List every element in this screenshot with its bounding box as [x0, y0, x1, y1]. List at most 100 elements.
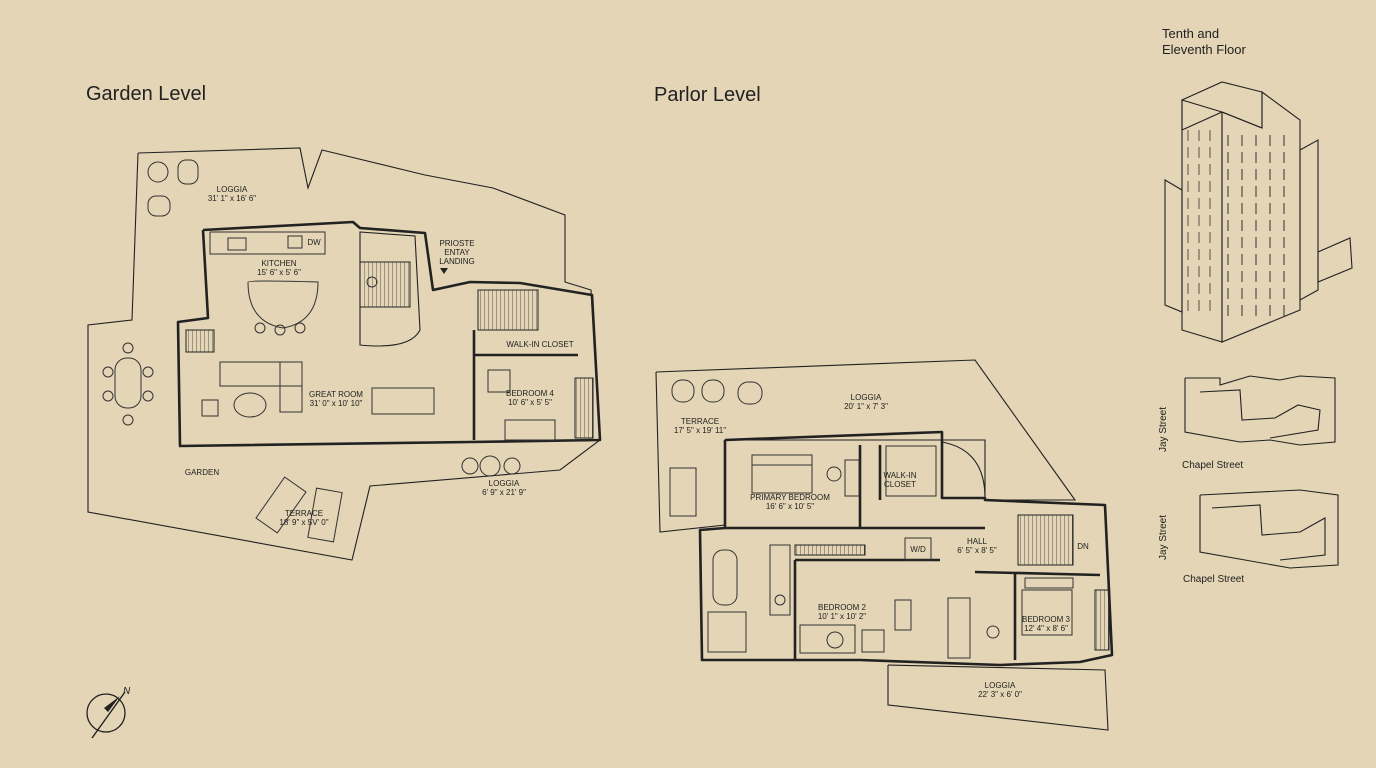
parlor-closet-label-2: CLOSET	[884, 480, 916, 489]
terrace-seat	[671, 379, 695, 403]
building-axonometric	[1164, 81, 1353, 343]
washer-dryer	[904, 537, 932, 561]
key-plan-lower-outline	[1199, 489, 1339, 569]
bedroom4-dims: 10' 6" x 5' 5"	[508, 398, 552, 407]
building-east-wing	[1299, 139, 1319, 301]
loggia-table	[479, 455, 501, 477]
terrace-lounger	[669, 467, 697, 517]
north-arrow-icon: N	[86, 686, 131, 739]
parlor-building-walls	[698, 430, 1114, 667]
bath2-sink	[894, 599, 912, 631]
key-plan-lower-jay-street: Jay Street	[1158, 515, 1169, 560]
great-room-label: GREAT ROOM	[309, 390, 363, 399]
parlor-level-title: Parlor Level	[654, 84, 761, 106]
private-entry-label-3: LANDING	[439, 257, 475, 266]
garden-loggia-bottom-label: LOGGIA	[489, 479, 520, 488]
shower	[707, 611, 747, 653]
key-plan-upper-jay-street: Jay Street	[1158, 407, 1169, 452]
stair-down-label: DN	[1077, 542, 1089, 551]
hall-wardrobe	[794, 544, 866, 556]
parlor-terrace-dims: 17' 5" x 19' 11"	[674, 426, 726, 435]
key-plan-lower-chapel-street: Chapel Street	[1183, 574, 1244, 585]
building-windows	[1187, 130, 1285, 316]
bedroom3-dresser	[1024, 577, 1074, 589]
garden-label: GARDEN	[185, 468, 219, 477]
kitchen-counter	[209, 231, 326, 255]
bedroom2-bed	[799, 624, 856, 654]
garden-terrace-label: TERRACE	[285, 509, 323, 518]
outdoor-chair	[102, 390, 114, 402]
fireplace	[185, 329, 215, 353]
key-plan-upper-outline	[1184, 375, 1336, 446]
coffee-table	[233, 392, 267, 418]
bedroom3-north-wall	[974, 570, 1101, 577]
stool	[254, 322, 266, 334]
parlor-curved-wall	[941, 441, 986, 499]
armchair	[201, 399, 219, 417]
kitchen-sink	[287, 235, 303, 249]
bedroom2-dims: 10' 1" x 10' 2"	[818, 612, 866, 621]
dishwasher-label: DW	[307, 238, 321, 247]
loggia-seat	[177, 159, 199, 185]
bedroom2-table	[826, 631, 844, 649]
primary-bedroom-dims: 16' 6" x 10' 5"	[766, 502, 814, 511]
kitchen-dims: 15' 6" x 5' 6"	[257, 268, 301, 277]
garden-walk-in-closet-label: WALK-IN CLOSET	[506, 340, 573, 349]
parlor-level-plan: LOGGIA 20' 1" x 7' 3" TERRACE 17' 5" x 1…	[655, 359, 1114, 731]
bedroom4-label: BEDROOM 4	[506, 389, 555, 398]
sofa	[219, 361, 303, 387]
upper-floor-title-line2: Eleventh Floor	[1162, 42, 1246, 57]
kitchen-island	[247, 280, 319, 329]
key-plan-upper-inner	[1199, 389, 1321, 439]
terrace-seat	[737, 381, 763, 405]
primary-chair	[826, 466, 842, 482]
upper-floor-title-line1: Tenth and	[1162, 26, 1219, 41]
entry-arrow-icon	[440, 268, 448, 274]
outdoor-chair	[142, 366, 154, 378]
parlor-loggia-label: LOGGIA	[851, 393, 882, 402]
parlor-closet	[885, 445, 937, 497]
north-label: N	[123, 686, 131, 697]
loggia-seat	[147, 161, 169, 183]
stove	[227, 237, 247, 251]
primary-bed-pillows	[751, 454, 813, 466]
bedroom3-wardrobe	[1094, 589, 1110, 651]
garden-loggia-label: LOGGIA	[217, 185, 248, 194]
primary-bedroom-label: PRIMARY BEDROOM	[750, 493, 830, 502]
bath-toilet	[774, 594, 786, 606]
garden-loggia-bottom-dims: 6' 9" x 21' 9"	[482, 488, 526, 497]
parlor-loggia-bottom-dims: 22' 3" x 6' 0"	[978, 690, 1022, 699]
loggia-seat	[503, 457, 521, 475]
building-lower-wing	[1164, 179, 1183, 313]
outdoor-dining-table	[114, 357, 142, 409]
garden-core	[359, 231, 421, 347]
garden-loggia-dims: 31' 1" x 16' 6"	[208, 194, 256, 203]
parlor-closet-label-1: WALK-IN	[883, 471, 916, 480]
bedroom3-dims: 12' 4" x 8' 6"	[1024, 624, 1068, 633]
building-south-face	[1221, 90, 1301, 343]
garden-terrace-dims: 18' 9" x 5V' 0"	[279, 518, 328, 527]
bath2-toilet	[986, 625, 1000, 639]
hall-dims: 6' 5" x 8' 5"	[957, 546, 997, 555]
private-entry-label-2: ENTAY	[444, 248, 470, 257]
building-neighbor	[1317, 237, 1353, 283]
private-entry-label-1: PRIOSTE	[439, 239, 474, 248]
key-plan-upper: Jay Street Chapel Street	[1158, 375, 1336, 471]
primary-bed	[751, 454, 813, 494]
outdoor-chair	[122, 414, 134, 426]
parlor-terrace-label: TERRACE	[681, 417, 719, 426]
garden-site-boundary	[87, 147, 601, 561]
dining-table	[371, 387, 435, 415]
vanity	[844, 459, 860, 497]
kitchen-label: KITCHEN	[261, 259, 296, 268]
parlor-stair	[1017, 514, 1074, 566]
bedroom2-chair	[861, 629, 885, 653]
terrace-lounger	[307, 487, 343, 543]
parlor-loggia-bottom-outline	[887, 664, 1109, 731]
outdoor-chair	[102, 366, 114, 378]
great-room-dims: 31' 0" x 10' 10"	[310, 399, 363, 408]
sofa-chaise	[279, 361, 303, 413]
bathtub	[712, 549, 738, 606]
garden-level-plan: LOGGIA 31' 1" x 16' 6" DW KITCHEN 15' 6"…	[87, 147, 602, 561]
key-plan-upper-chapel-street: Chapel Street	[1182, 460, 1243, 471]
